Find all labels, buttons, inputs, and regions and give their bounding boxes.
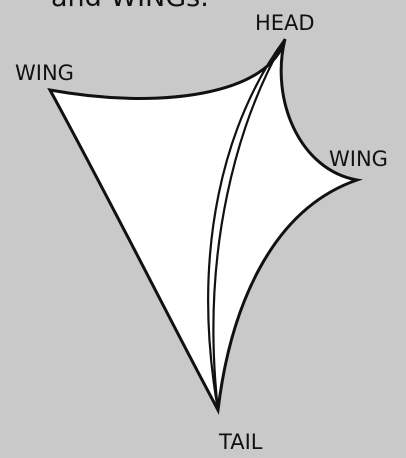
- label-tail: TAIL: [219, 432, 262, 453]
- label-head: HEAD: [255, 13, 315, 34]
- kite-outline: [50, 39, 357, 410]
- label-wing-left: WING: [15, 63, 74, 84]
- label-wing-right: WING: [329, 149, 388, 170]
